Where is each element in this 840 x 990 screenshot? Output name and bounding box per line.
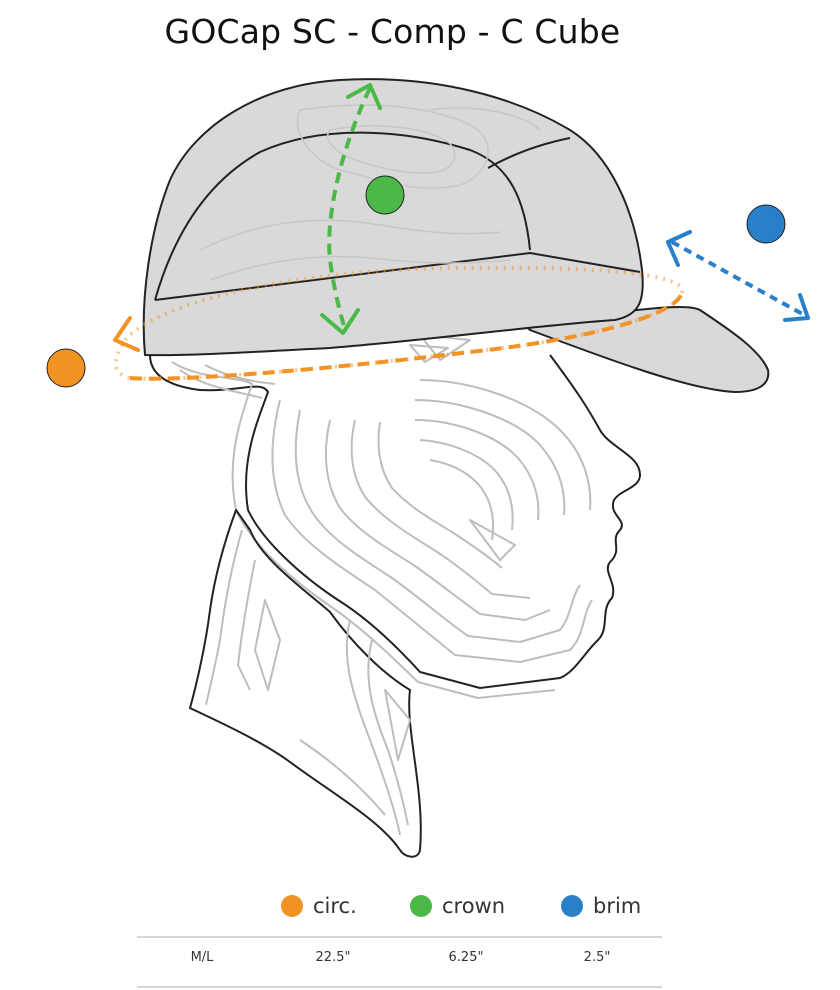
diagram-title: GOCap SC - Comp - C Cube <box>164 12 621 51</box>
green-dot-icon <box>410 895 432 917</box>
legend-item-brim: brim <box>561 894 641 918</box>
legend-item-circ: circ. <box>281 894 357 918</box>
circ-value: 22.5" <box>315 950 351 965</box>
crown-value: 6.25" <box>448 950 484 965</box>
brim-measure <box>666 230 810 322</box>
blue-dot-icon <box>561 895 583 917</box>
orange-dot-icon <box>46 348 86 388</box>
crown-measure <box>320 83 382 335</box>
legend: circ. crown brim <box>0 890 840 924</box>
legend-item-crown: crown <box>410 894 505 918</box>
cap-illustration <box>142 78 770 393</box>
legend-label: crown <box>442 894 506 918</box>
legend-label: circ. <box>313 894 357 918</box>
size-cell: M/L <box>190 950 214 965</box>
size-table: M/L 22.5" 6.25" 2.5" <box>137 936 662 988</box>
circumference-measure <box>113 265 684 381</box>
green-dot-icon <box>365 175 405 215</box>
brim-value: 2.5" <box>583 950 611 965</box>
orange-dot-icon <box>281 895 303 917</box>
blue-dot-icon <box>746 204 786 244</box>
legend-label: brim <box>593 894 642 918</box>
head-illustration <box>149 334 641 858</box>
